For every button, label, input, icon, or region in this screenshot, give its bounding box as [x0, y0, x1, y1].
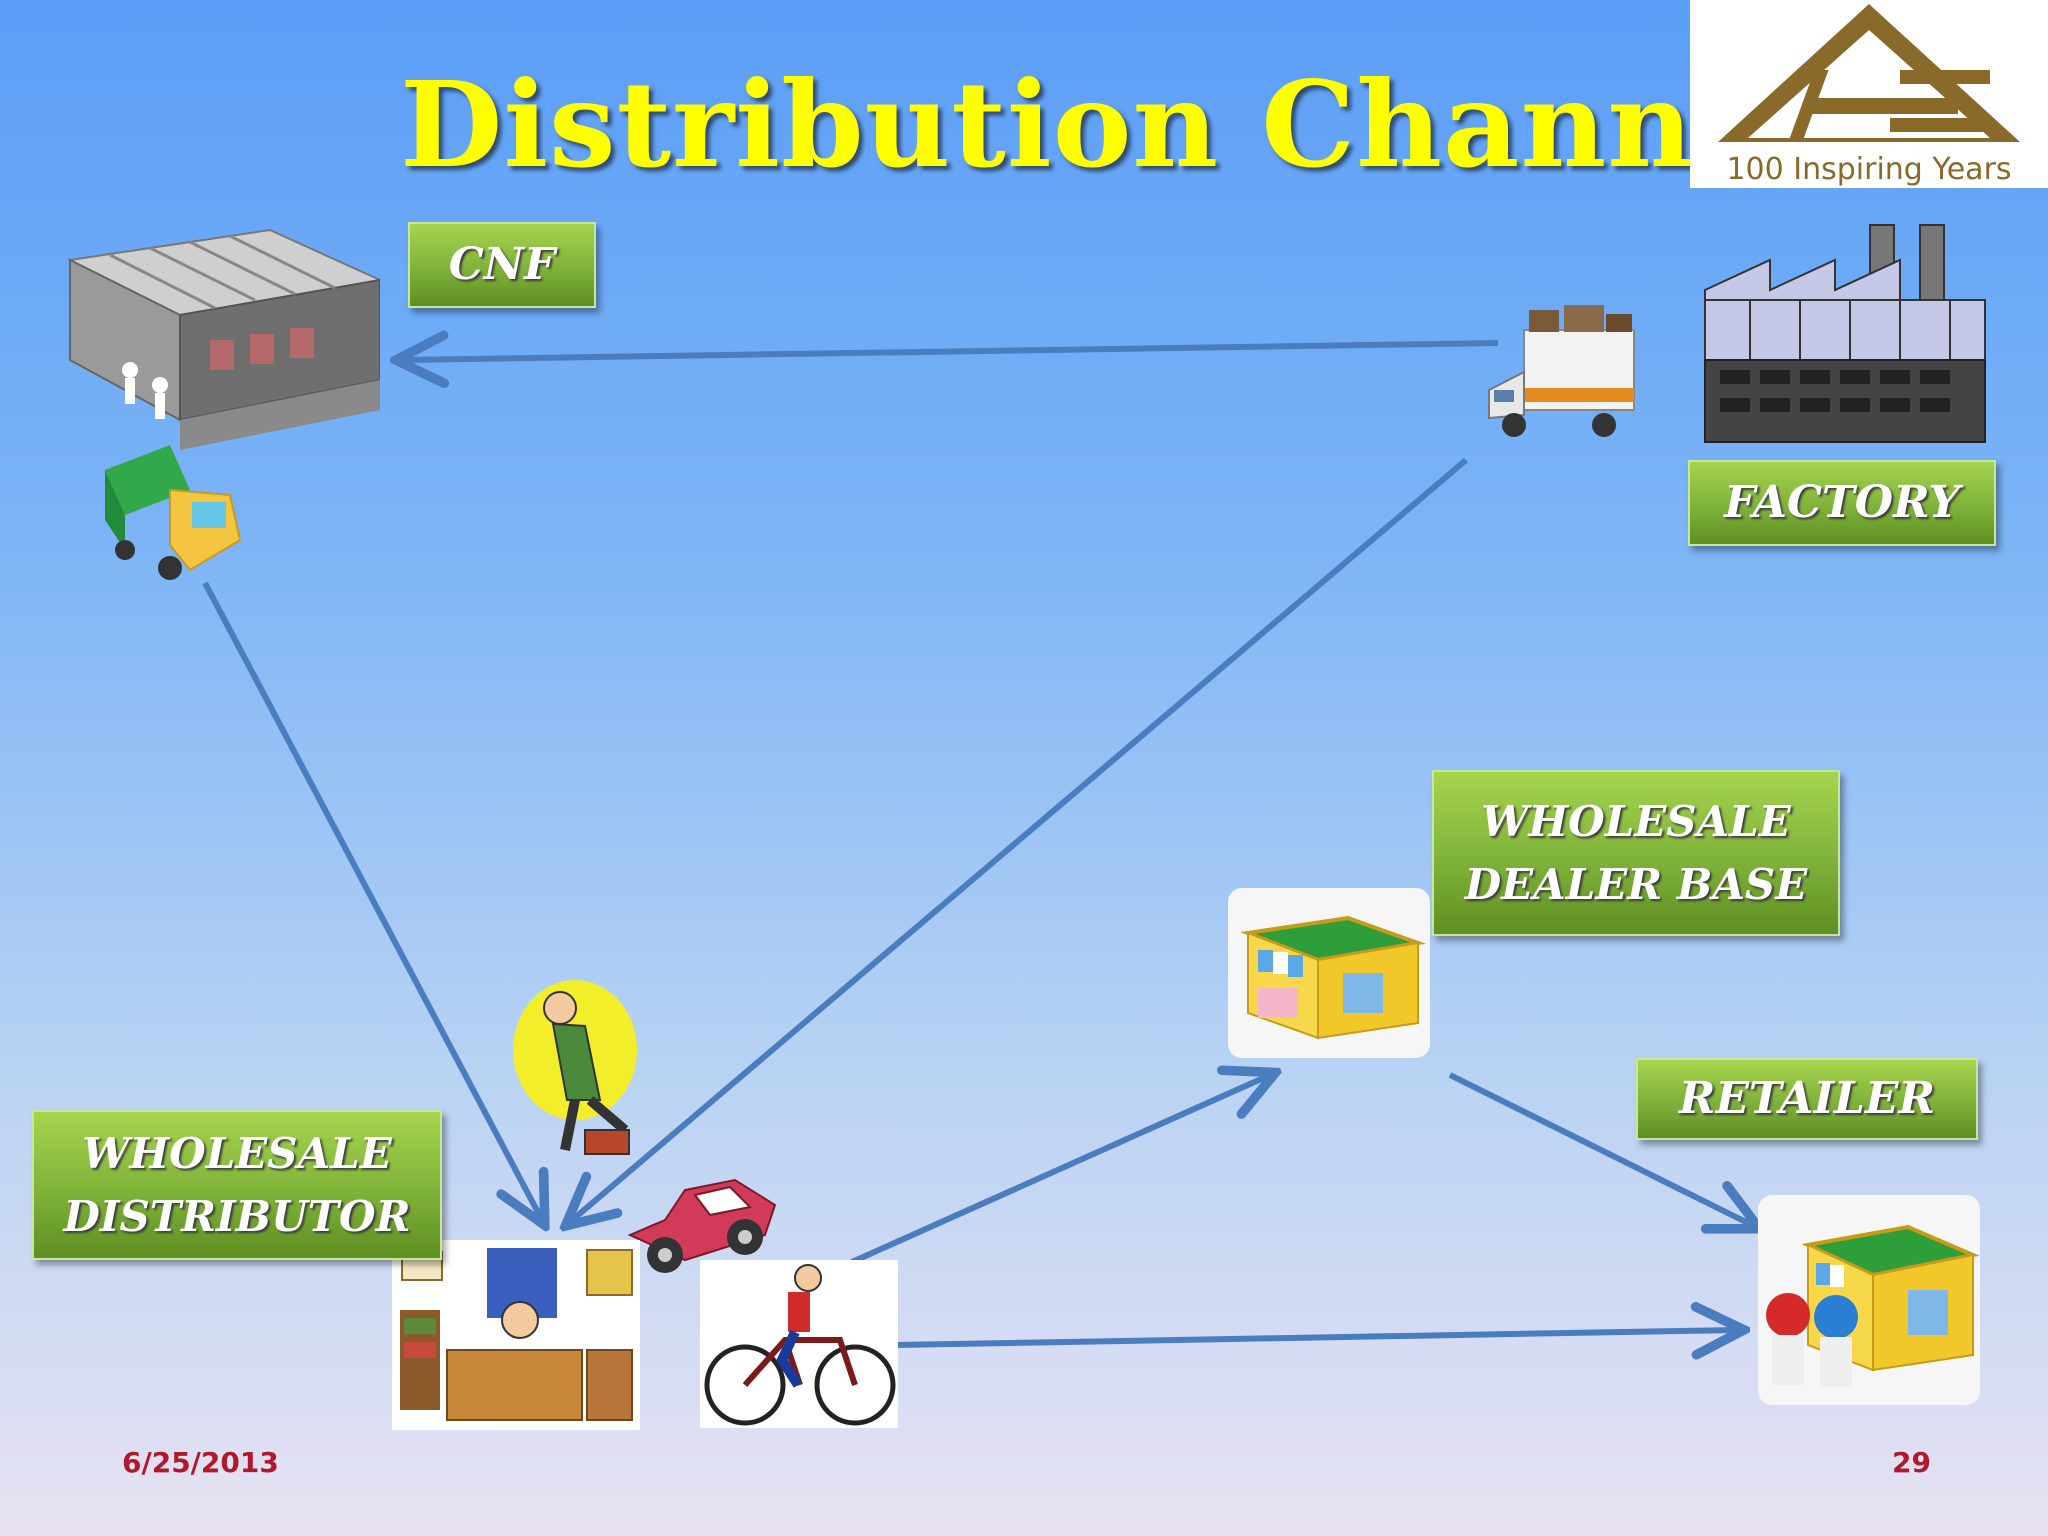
factory-label: FACTORY: [1688, 460, 1996, 546]
arrow-factory-to-distributor: [570, 457, 1468, 1222]
arrow-distributor-to-retailer: [894, 1330, 1738, 1345]
retailer-label-text: RETAILER: [1678, 1073, 1936, 1124]
pickup-truck-icon: [625, 1165, 785, 1289]
wholesale-distributor-line2: DISTRIBUTOR: [63, 1192, 411, 1241]
arrow-factory-to-cnf: [402, 343, 1499, 360]
arrow-dealer-to-retailer: [1448, 1072, 1754, 1226]
factory-label-text: FACTORY: [1724, 477, 1960, 528]
itc-logo-icon: [1718, 4, 2020, 142]
distributor-office-icon: [392, 1240, 640, 1434]
arrow-cnf-to-distributor: [202, 581, 542, 1220]
arrow-distributor-to-dealer: [850, 1075, 1270, 1265]
wholesale-shop-icon: [1228, 888, 1430, 1062]
moving-truck-icon: [1484, 300, 1654, 454]
wholesale-distributor-line1: WHOLESALE: [82, 1129, 392, 1178]
cnf-label-text: CNF: [448, 239, 556, 290]
footer-page-number: 29: [1892, 1446, 1931, 1479]
warehouse-icon: [50, 220, 384, 454]
slide-title: Distribution Channel: [400, 55, 1816, 194]
footer-date: 6/25/2013: [122, 1446, 279, 1479]
wholesale-dealer-base-line2: DEALER BASE: [1464, 860, 1808, 909]
wholesale-dealer-base-label: WHOLESALE DEALER BASE: [1432, 770, 1840, 936]
salesman-icon: [505, 960, 685, 1174]
itc-logo: 100 Inspiring Years: [1690, 0, 2048, 188]
green-truck-icon: [100, 440, 245, 589]
retailer-label: RETAILER: [1636, 1058, 1978, 1140]
retail-shop-icon: [1758, 1195, 1980, 1409]
logo-text: 100 Inspiring Years: [1726, 152, 2012, 187]
wholesale-dealer-base-line1: WHOLESALE: [1481, 797, 1791, 846]
cnf-label: CNF: [408, 222, 596, 308]
wholesale-distributor-label: WHOLESALE DISTRIBUTOR: [32, 1110, 442, 1260]
cyclist-icon: [700, 1260, 898, 1432]
factory-icon: [1700, 220, 1990, 449]
